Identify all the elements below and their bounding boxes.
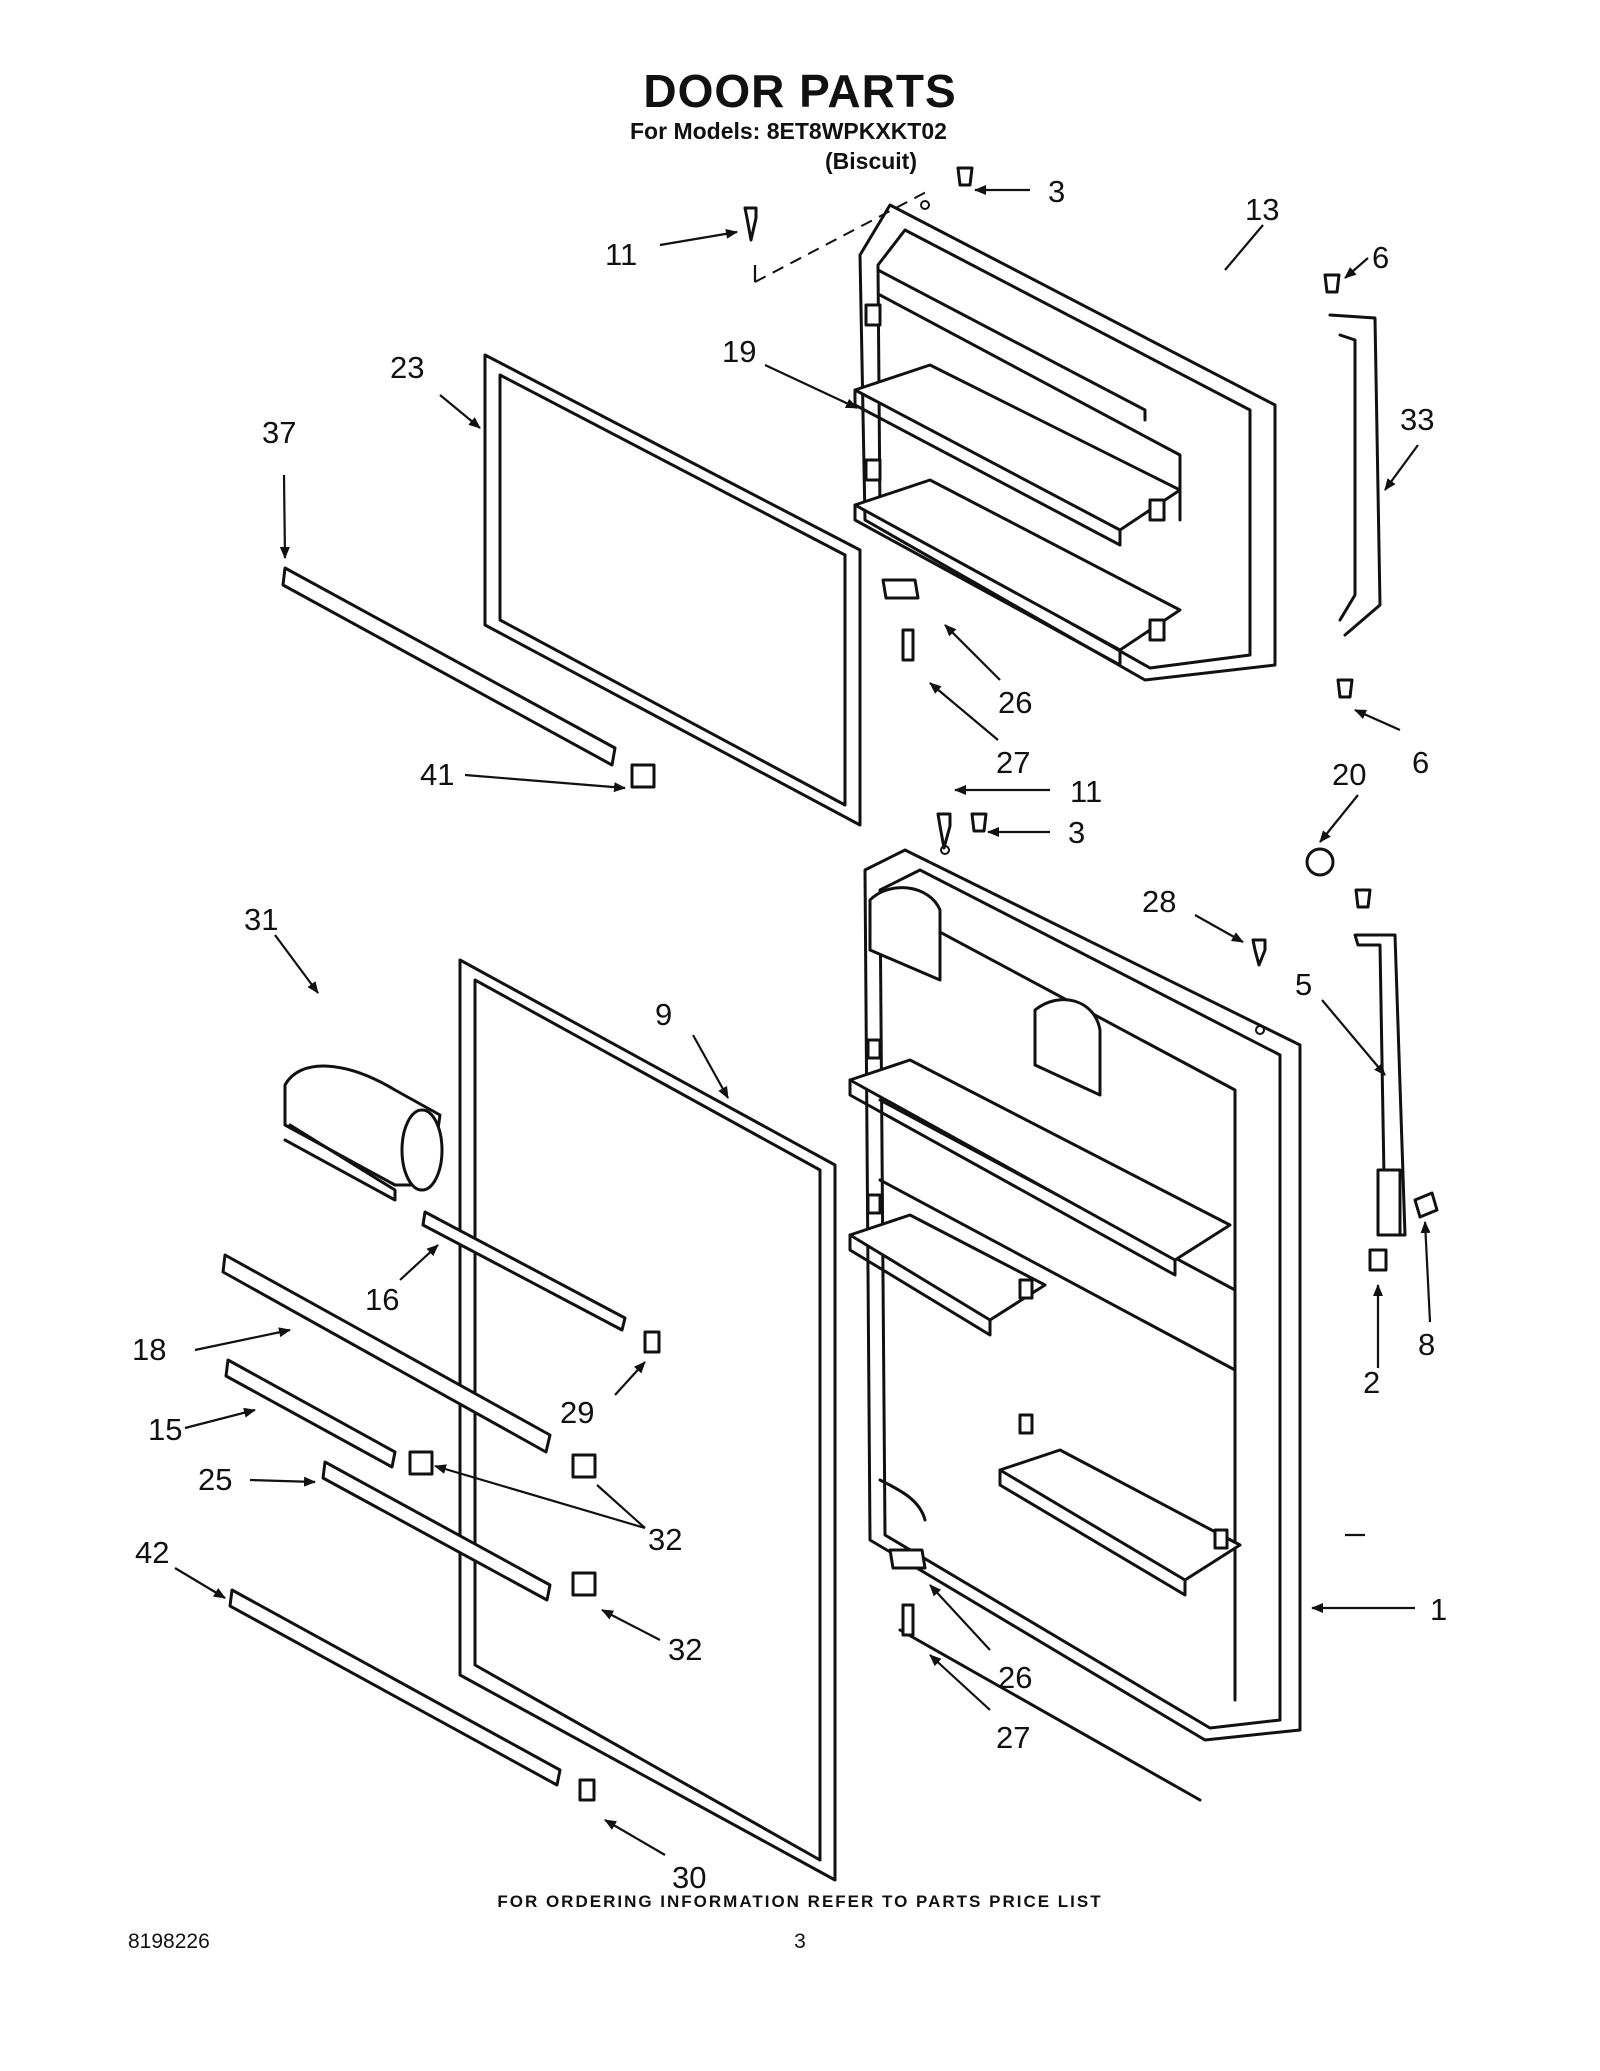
callout-31: 31 [244,902,278,937]
callout-1: 1 [1430,1592,1447,1627]
document-number: 8198226 [128,1930,210,1953]
callout-20: 20 [1332,757,1366,792]
callout-5: 5 [1295,967,1312,1002]
callout-42: 42 [135,1535,169,1570]
callout-30: 30 [672,1860,706,1895]
freezer-door-liner [853,200,1277,682]
trim-15 [224,1358,397,1469]
callout-numbers: 3 13 11 6 19 23 33 37 26 27 6 41 11 20 3… [132,174,1447,1895]
callout-32-lower: 32 [668,1632,702,1667]
models-line: For Models: 8ET8WPKXKT02 [630,118,947,144]
trim-18 [221,1253,552,1454]
callout-33: 33 [1400,402,1434,437]
callout-15: 15 [148,1412,182,1447]
page-title: DOOR PARTS [643,65,957,117]
callout-8: 8 [1418,1327,1435,1362]
callout-41: 41 [420,757,454,792]
ordering-note: FOR ORDERING INFORMATION REFER TO PARTS … [497,1892,1103,1911]
callout-37: 37 [262,415,296,450]
callout-3-top: 3 [1048,174,1065,209]
callout-26-bottom: 26 [998,1660,1032,1695]
callout-11-mid: 11 [1070,774,1102,809]
callout-13: 13 [1245,192,1279,227]
trim-25 [321,1460,552,1602]
callout-16: 16 [365,1282,399,1317]
callout-6-top: 6 [1372,240,1389,275]
callout-27-bottom: 27 [996,1720,1030,1755]
callout-11-top: 11 [605,237,637,272]
fresh-food-gasket [458,958,837,1882]
callout-25: 25 [198,1462,232,1497]
callout-3-mid: 3 [1068,815,1085,850]
trim-42 [228,1588,562,1787]
hinge-33 [1328,313,1382,637]
callout-23: 23 [390,350,424,385]
callout-32-upper: 32 [648,1522,682,1557]
callout-2: 2 [1363,1365,1380,1400]
trim-37 [281,566,617,767]
callout-29: 29 [560,1395,594,1430]
callout-27-top: 27 [996,745,1030,780]
callout-18: 18 [132,1332,166,1367]
callout-19: 19 [722,334,756,369]
freezer-gasket [483,353,862,827]
leader-lines [174,185,1432,1856]
page-number: 3 [794,1930,806,1953]
callout-9: 9 [655,997,672,1032]
hinge-5 [1353,933,1407,1237]
callout-26-top: 26 [998,685,1032,720]
color-line: (Biscuit) [825,148,917,174]
small-hardware [408,166,1439,1802]
trim-16 [421,1210,627,1332]
callout-28: 28 [1142,884,1176,919]
dashed-guide-line [754,189,931,283]
callout-6-mid: 6 [1412,745,1429,780]
dairy-compartment-31 [283,1064,444,1202]
fresh-food-door-liner [848,845,1302,1802]
